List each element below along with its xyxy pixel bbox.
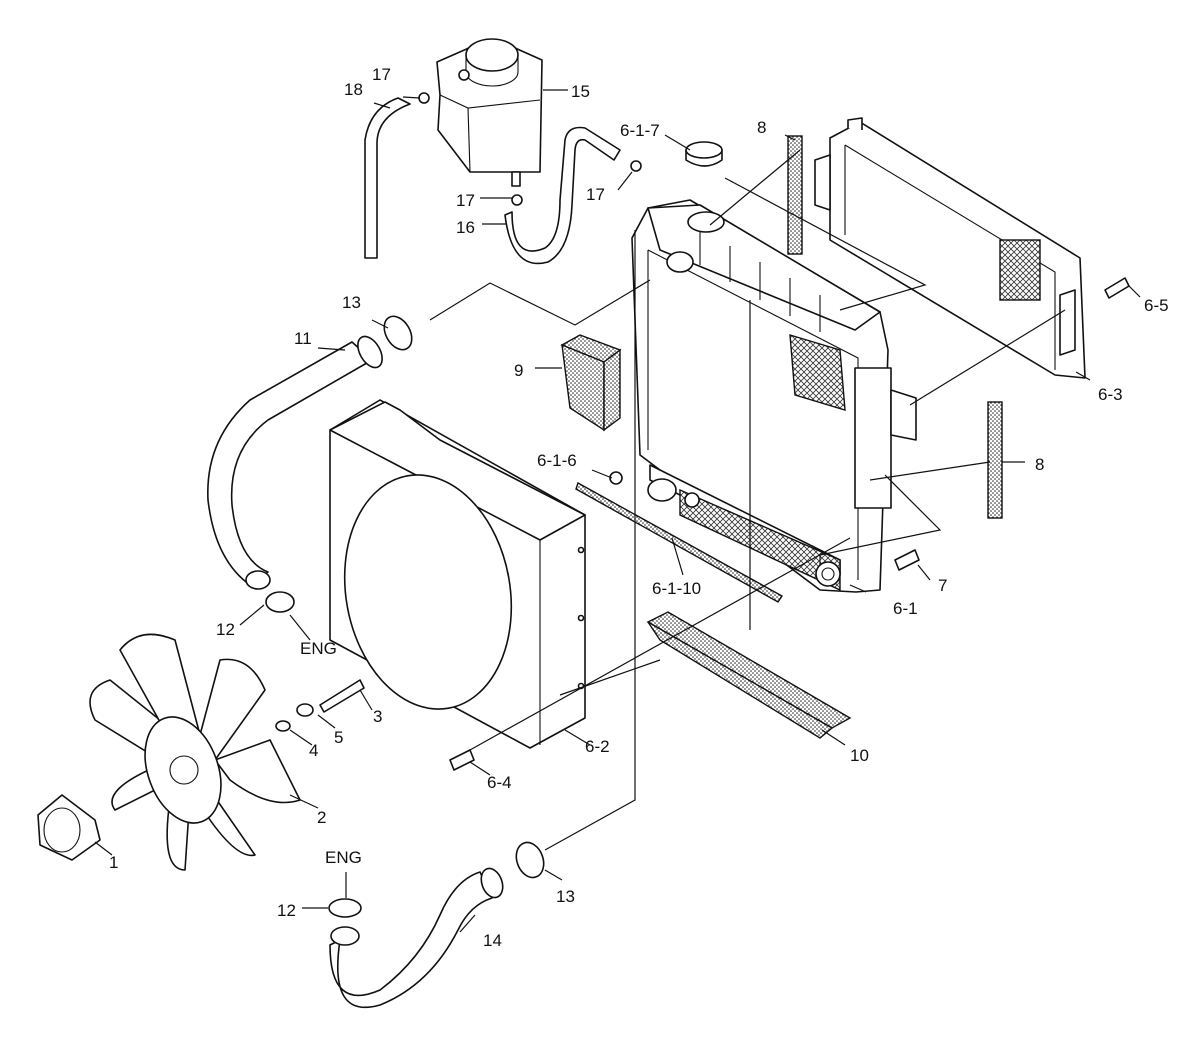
label-13-upper: 13 [342, 293, 361, 312]
label-14: 14 [483, 931, 502, 950]
foam-pad [646, 611, 852, 729]
hose-clamp-12-upper [265, 591, 295, 613]
callout-labels: 17 18 15 17 16 17 6-1-7 8 6-5 6-3 8 13 1… [109, 65, 1169, 950]
bolt-7 [894, 549, 920, 571]
label-15: 15 [571, 82, 590, 101]
label-12-lower: 12 [277, 901, 296, 920]
foam-pad-side [647, 621, 834, 739]
label-6-1-10: 6-1-10 [652, 579, 701, 598]
label-18: 18 [344, 80, 363, 99]
bolt-6-4 [449, 749, 475, 771]
label-6-3: 6-3 [1098, 385, 1123, 404]
bolt-3 [319, 679, 365, 713]
reservoir-tank [436, 38, 543, 187]
bolt-6-5 [1104, 277, 1130, 299]
overflow-hose [364, 92, 430, 259]
foam-strip-lower [987, 401, 1003, 519]
label-7: 7 [938, 576, 947, 595]
label-17-mid: 17 [456, 191, 475, 210]
foam-block-side [603, 348, 621, 432]
label-13-lower: 13 [556, 887, 575, 906]
upper-hose [207, 335, 383, 590]
label-10: 10 [850, 746, 869, 765]
label-6-5: 6-5 [1144, 296, 1169, 315]
label-eng-upper: ENG [300, 639, 337, 658]
fan-shroud [329, 399, 586, 749]
label-6-1: 6-1 [893, 599, 918, 618]
reservoir-hose [504, 126, 642, 265]
label-12-upper: 12 [216, 620, 235, 639]
fan-spacer [37, 794, 101, 861]
label-6-1-7: 6-1-7 [620, 121, 660, 140]
seal-strip [575, 481, 784, 603]
foam-strip-upper [787, 135, 803, 255]
label-4: 4 [309, 741, 318, 760]
radiator-cap [685, 141, 723, 167]
lower-hose [329, 867, 504, 1009]
washer-5 [296, 703, 314, 717]
label-9: 9 [514, 361, 523, 380]
label-16: 16 [456, 218, 475, 237]
label-6-2: 6-2 [585, 737, 610, 756]
label-3: 3 [373, 707, 382, 726]
cooling-fan [89, 633, 301, 871]
oil-cooler [814, 117, 1086, 379]
label-17-top: 17 [372, 65, 391, 84]
label-5: 5 [334, 728, 343, 747]
label-6-4: 6-4 [487, 773, 512, 792]
label-8-upper: 8 [757, 118, 766, 137]
label-2: 2 [317, 808, 326, 827]
hose-clamp-13-upper [383, 315, 413, 351]
label-11: 11 [294, 329, 312, 348]
label-8-lower: 8 [1035, 455, 1044, 474]
label-1: 1 [109, 853, 118, 872]
leader-lines [94, 89, 1141, 933]
hose-clamp-12-lower [328, 898, 362, 918]
washer-4 [275, 720, 291, 732]
drain-plug [609, 471, 623, 485]
label-6-1-6: 6-1-6 [537, 451, 577, 470]
hose-clamp-13-lower [515, 841, 545, 879]
label-17-right: 17 [586, 185, 605, 204]
radiator [631, 199, 917, 593]
label-eng-lower: ENG [325, 848, 362, 867]
